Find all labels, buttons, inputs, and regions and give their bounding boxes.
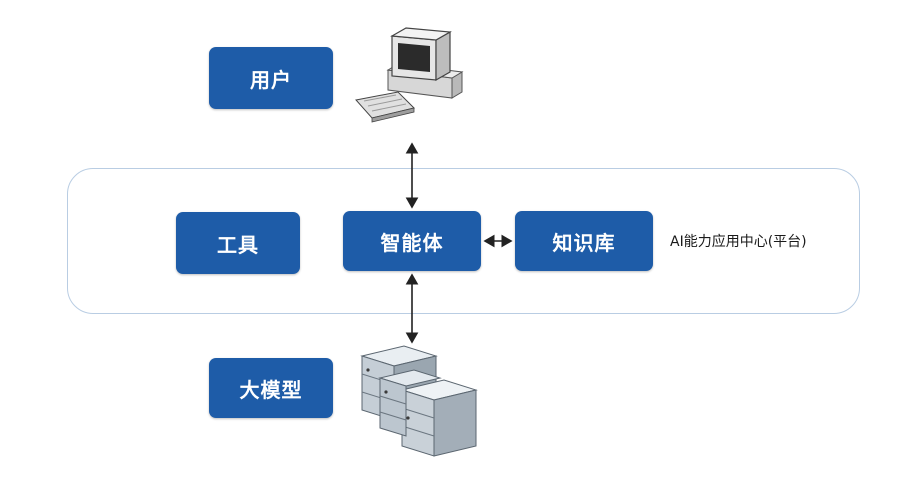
user-node: 用户 [209,47,333,109]
llm-node: 大模型 [209,358,333,418]
server-rack-icon [360,345,478,457]
desktop-computer-icon [355,27,464,123]
tools-node: 工具 [176,212,300,274]
knowledge-base-node: 知识库 [515,211,653,271]
platform-label: AI能力应用中心(平台) [670,234,807,250]
agent-node: 智能体 [343,211,481,271]
